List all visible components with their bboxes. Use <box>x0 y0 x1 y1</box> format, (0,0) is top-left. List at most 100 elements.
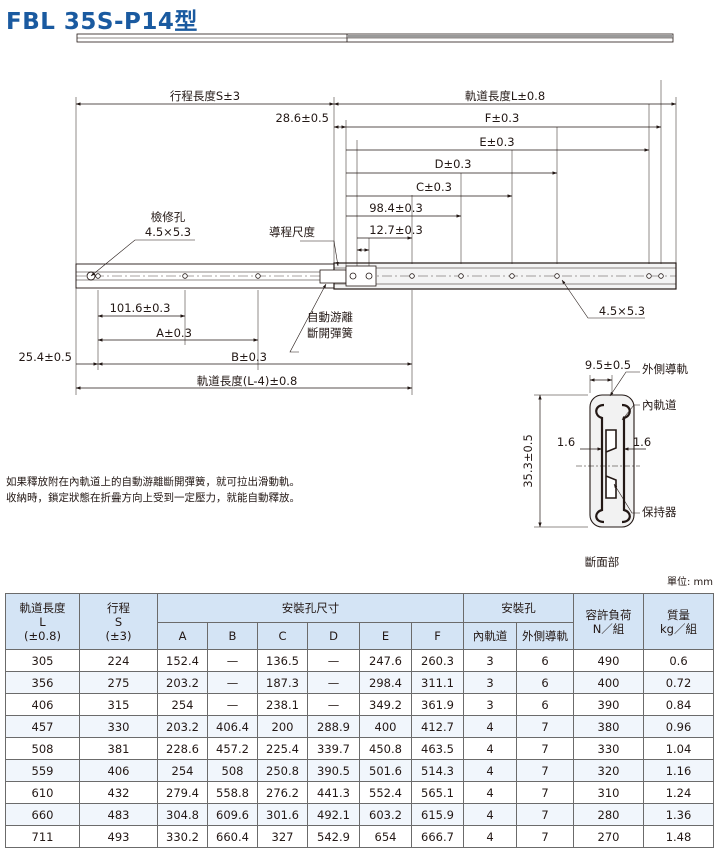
table-cell: 7 <box>516 825 574 848</box>
section-caption: 斷面部 <box>585 555 620 569</box>
table-cell: 603.2 <box>359 803 412 826</box>
section-gap-right-label: 1.6 <box>633 435 651 449</box>
table-cell: 224 <box>79 649 158 672</box>
table-cell: 492.1 <box>307 803 360 826</box>
table-cell: 225.4 <box>257 737 308 760</box>
release-note-1: 如果釋放附在內軌道上的自動游離斷開彈簧，就可拉出滑動軌。 <box>6 476 300 488</box>
table-cell: 654 <box>359 825 412 848</box>
table-cell: 615.9 <box>411 803 464 826</box>
dimension-lines <box>75 102 677 390</box>
table-cell: 390 <box>573 693 644 716</box>
header-col-D: D <box>307 622 360 650</box>
header-mass: 質量 kg／組 <box>643 593 714 650</box>
dim-1016-label: 101.6±0.3 <box>110 301 171 315</box>
table-cell: 301.6 <box>257 803 308 826</box>
table-cell: — <box>307 693 360 716</box>
table-cell: — <box>207 671 258 694</box>
outer-rail-label: 外側導軌 <box>642 362 688 376</box>
spec-table: 軌道長度 L (±0.8) 行程 S (±3) 安裝孔尺寸 安裝孔 容許負荷 N… <box>5 593 714 848</box>
table-cell: 4 <box>463 781 517 804</box>
table-cell: 3 <box>463 649 517 672</box>
header-col-B: B <box>207 622 258 650</box>
table-cell: 610 <box>5 781 80 804</box>
table-cell: 254 <box>157 759 208 782</box>
table-cell: 514.3 <box>411 759 464 782</box>
table-cell: 400 <box>573 671 644 694</box>
table-cell: — <box>207 693 258 716</box>
dim-127-label: 12.7±0.3 <box>369 223 423 237</box>
table-cell: 390.5 <box>307 759 360 782</box>
table-cell: 275 <box>79 671 158 694</box>
release-note-2: 收納時，鎖定狀態在折疊方向上受到一定壓力，就能自動釋放。 <box>6 492 300 504</box>
table-cell: 4 <box>463 737 517 760</box>
table-cell: 1.24 <box>643 781 714 804</box>
table-cell: 6 <box>516 671 574 694</box>
table-cell: 6 <box>516 649 574 672</box>
table-cell: 361.9 <box>411 693 464 716</box>
table-cell: 711 <box>5 825 80 848</box>
table-cell: 228.6 <box>157 737 208 760</box>
table-cell: 152.4 <box>157 649 208 672</box>
table-cell: 400 <box>359 715 412 738</box>
header-load-1: 容許負荷 <box>585 607 632 622</box>
table-cell: 380 <box>573 715 644 738</box>
table-cell: 450.8 <box>359 737 412 760</box>
dim-254-label: 25.4±0.5 <box>18 350 72 364</box>
table-cell: 304.8 <box>157 803 208 826</box>
table-cell: 0.84 <box>643 693 714 716</box>
table-cell: 666.7 <box>411 825 464 848</box>
table-cell: 406 <box>79 759 158 782</box>
header-load-2: N／組 <box>592 621 625 636</box>
table-cell: 260.3 <box>411 649 464 672</box>
table-cell: 7 <box>516 781 574 804</box>
header-holes: 安裝孔 <box>463 593 574 623</box>
table-cell: 238.1 <box>257 693 308 716</box>
mount-hole-size-label: 4.5×5.3 <box>599 304 645 318</box>
header-load: 容許負荷 N／組 <box>573 593 644 650</box>
dim-286-label: 28.6±0.5 <box>275 111 329 125</box>
header-stroke-3: (±3) <box>105 628 132 643</box>
table-cell: 1.16 <box>643 759 714 782</box>
dim-B-label: B±0.3 <box>231 350 267 364</box>
table-cell: 1.36 <box>643 803 714 826</box>
header-rail-length-2: L <box>39 614 46 629</box>
table-cell: 501.6 <box>359 759 412 782</box>
table-cell: 305 <box>5 649 80 672</box>
table-cell: 0.72 <box>643 671 714 694</box>
table-cell: 3 <box>463 671 517 694</box>
top-view <box>76 33 674 43</box>
page-title: FBL 35S-P14型 <box>6 9 198 35</box>
header-stroke-1: 行程 <box>107 600 130 615</box>
table-cell: 457 <box>5 715 80 738</box>
table-cell: 136.5 <box>257 649 308 672</box>
extension-lines <box>75 80 677 395</box>
table-cell: 288.9 <box>307 715 360 738</box>
table-cell: 349.2 <box>359 693 412 716</box>
table-cell: 330 <box>573 737 644 760</box>
table-cell: 493 <box>79 825 158 848</box>
stroke-gauge-label: 導程尺度 <box>269 225 315 239</box>
header-rail-length-3: (±0.8) <box>24 628 61 643</box>
header-mass-2: kg／組 <box>660 621 697 636</box>
dim-D-label: D±0.3 <box>435 157 472 171</box>
leader-lines <box>90 239 645 353</box>
header-col-F: F <box>411 622 464 650</box>
side-view-slide <box>75 262 677 290</box>
table-cell: 483 <box>79 803 158 826</box>
detach-spring-label-1: 自動游離 <box>307 310 353 324</box>
header-stroke-2: S <box>114 614 123 629</box>
header-col-A: A <box>157 622 208 650</box>
section-height-label: 35.3±0.5 <box>521 434 535 488</box>
table-cell: 490 <box>573 649 644 672</box>
table-cell: 280 <box>573 803 644 826</box>
table-cell: 298.4 <box>359 671 412 694</box>
table-cell: 1.48 <box>643 825 714 848</box>
dim-E-label: E±0.3 <box>479 135 514 149</box>
stroke-length-label: 行程長度S±3 <box>170 89 240 103</box>
table-cell: 7 <box>516 803 574 826</box>
